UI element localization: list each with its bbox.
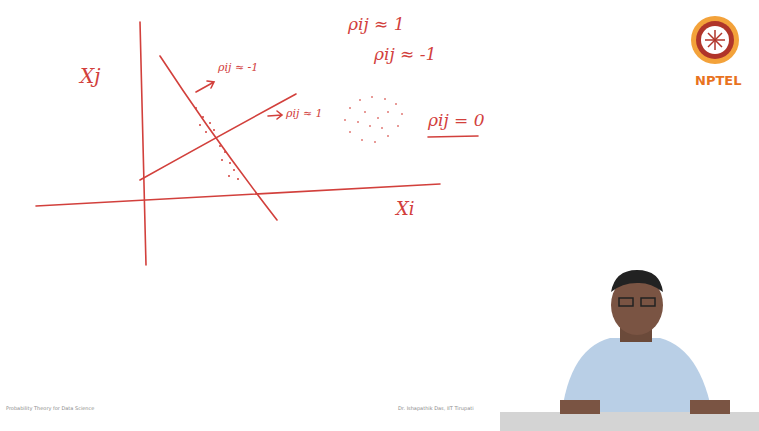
line-label: ρij ≈ 1: [286, 108, 323, 119]
correlation-note: ρij ≈ 1: [348, 16, 405, 33]
nptel-logo: [691, 16, 739, 64]
positive-line: [140, 94, 296, 180]
axis-label: Xi: [396, 200, 415, 218]
footer-text: Dr. Ishapathik Das, IIT Tirupati: [398, 406, 474, 411]
underline: [428, 136, 478, 137]
axis-label: Xj: [80, 66, 100, 86]
logo-text: NPTEL: [695, 74, 741, 87]
lecturer: [500, 270, 759, 431]
footer-text: Probability Theory for Data Science: [6, 406, 94, 411]
scatter-points: [195, 107, 239, 180]
correlation-note: ρij = 0: [428, 112, 485, 129]
negative-line: [160, 56, 277, 220]
arrow-neg: [196, 81, 214, 92]
line-label: ρij ≈ -1: [218, 62, 258, 73]
y-axis: [140, 22, 146, 265]
arrow-pos: [268, 111, 282, 119]
x-axis: [36, 184, 440, 206]
zero-cloud: [344, 96, 403, 143]
correlation-note: ρij ≈ -1: [374, 46, 436, 63]
